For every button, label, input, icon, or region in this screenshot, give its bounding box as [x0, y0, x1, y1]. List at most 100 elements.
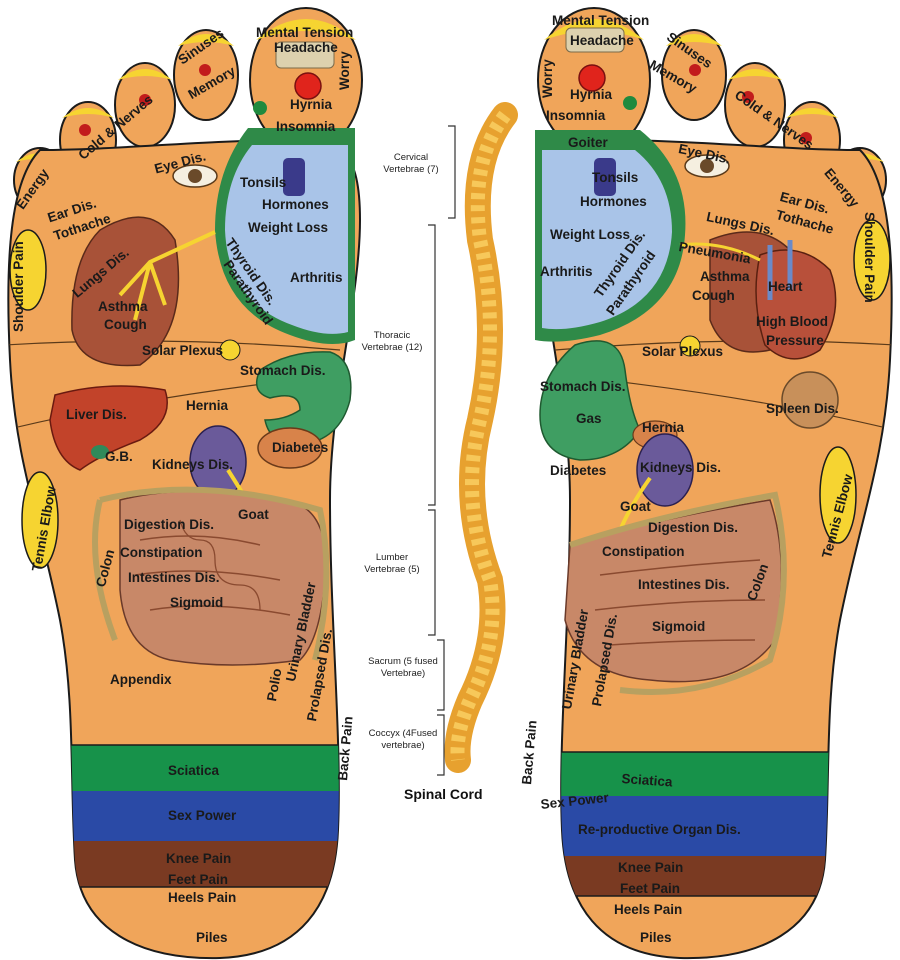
left-brain-icon — [275, 41, 335, 69]
right-label-shoulder: Shoulder Pain — [862, 212, 877, 303]
right-label-arthritis: Arthritis — [540, 264, 593, 279]
right-green-dot — [623, 96, 637, 110]
left-toe-tip-big — [256, 19, 356, 40]
right-label-knee: Knee Pain — [618, 860, 684, 875]
left-foot — [7, 7, 363, 960]
right-label-pressure: Pressure — [766, 333, 824, 348]
right-label-solar: Solar Plexus — [642, 344, 724, 359]
spine-illustration — [428, 102, 518, 776]
right-band-sciatica — [540, 752, 892, 796]
right-heart-icon — [755, 249, 837, 360]
right-label-kidneys: Kidneys Dis. — [640, 460, 722, 475]
right-label-digestion: Digestion Dis. — [648, 520, 739, 535]
right-label-hyrnia: Hyrnia — [570, 87, 613, 102]
right-label-goat: Goat — [620, 499, 651, 514]
right-label-diabetes: Diabetes — [550, 463, 607, 478]
right-foot — [535, 7, 893, 960]
left-solar-dot — [219, 339, 241, 361]
right-label-hernia: Hernia — [642, 420, 685, 435]
right-shoulder-pad — [853, 219, 891, 301]
right-kidney-icon — [636, 433, 694, 507]
left-label-stomach: Stomach Dis. — [240, 363, 326, 378]
left-label-sciatica: Sciatica — [168, 763, 220, 778]
left-label-hormones: Hormones — [262, 197, 329, 212]
right-label-goiter: Goiter — [568, 135, 608, 150]
left-label-knee: Knee Pain — [166, 851, 232, 866]
left-label-headache: Headache — [274, 40, 338, 55]
left-label-sex: Sex Power — [168, 808, 237, 823]
spine-label-thoracic: Thoracic Vertebrae (12) — [361, 330, 423, 353]
left-label-asthma: Asthma — [98, 299, 148, 314]
left-pituitary-dot — [294, 72, 322, 100]
right-label-tonsils: Tonsils — [592, 170, 639, 185]
left-label-kidneys: Kidneys Dis. — [152, 457, 234, 472]
spine-label-coccyx: Coccyx (4Fused vertebrae) — [368, 728, 438, 751]
right-label-high-blood: High Blood — [756, 314, 828, 329]
right-label-sciatica: Sciatica — [621, 771, 673, 790]
left-label-tonsils: Tonsils — [240, 175, 287, 190]
left-label-diabetes: Diabetes — [272, 440, 329, 455]
right-label-asthma: Asthma — [700, 269, 750, 284]
right-tennis-pad — [819, 446, 857, 544]
right-label-sigmoid: Sigmoid — [652, 619, 706, 634]
right-tonsil-icon — [594, 158, 616, 196]
left-thyroid-area — [225, 145, 348, 334]
left-dot-toe-4 — [79, 124, 91, 136]
right-label-stomach: Stomach Dis. — [540, 379, 626, 394]
left-dot-toe-3 — [139, 94, 151, 106]
right-label-insomnia: Insomnia — [546, 108, 606, 123]
left-label-feet: Feet Pain — [168, 872, 229, 887]
left-label-gb: G.B. — [105, 449, 133, 464]
left-dot-toe-2 — [199, 64, 211, 76]
spine-label-sacrum: Sacrum (5 fused Vertebrae) — [368, 656, 438, 679]
right-dot-toe-3 — [742, 91, 754, 103]
right-stomach-icon — [539, 340, 641, 461]
left-label-heels: Heels Pain — [168, 890, 237, 905]
right-label-heart: Heart — [768, 279, 803, 294]
right-label-heels: Heels Pain — [614, 902, 683, 917]
right-label-worry: Worry — [540, 59, 555, 98]
right-spleen-icon — [781, 371, 839, 429]
right-label-constipation: Constipation — [602, 544, 685, 559]
right-label-feet: Feet Pain — [620, 881, 681, 896]
left-label-constipation: Constipation — [120, 545, 203, 560]
right-label-gas: Gas — [576, 411, 602, 426]
spine-label-cervical: Cervical Vertebrae (7) — [383, 152, 439, 175]
left-label-shoulder: Shoulder Pain — [11, 241, 26, 332]
right-label-headache: Headache — [570, 33, 634, 48]
left-label-insomnia: Insomnia — [276, 119, 336, 134]
right-label-cough: Cough — [692, 288, 735, 303]
left-label-digestion: Digestion Dis. — [124, 517, 215, 532]
right-label-intestines: Intestines Dis. — [638, 577, 730, 592]
left-label-mental-tension: Mental Tension — [256, 25, 354, 40]
right-toe-tip-4 — [786, 108, 838, 118]
right-thyroid-area — [542, 150, 672, 330]
right-label-reproductive: Re-productive Organ Dis. — [578, 822, 741, 837]
right-toe-tip-3 — [728, 69, 782, 80]
right-dot-toe-4 — [800, 132, 812, 144]
right-toe-tip-2 — [666, 34, 722, 46]
right-dot-toe-2 — [689, 64, 701, 76]
right-solar-dot — [679, 335, 701, 357]
left-label-solar: Solar Plexus — [142, 343, 224, 358]
left-tonsil-icon — [283, 158, 305, 196]
left-pancreas-icon — [257, 427, 323, 469]
left-label-piles: Piles — [196, 930, 228, 945]
left-tennis-pad — [21, 471, 59, 569]
left-gb-icon — [91, 445, 109, 459]
left-toe-tip-4 — [62, 108, 114, 118]
left-label-cough: Cough — [104, 317, 147, 332]
left-liver-icon — [49, 385, 168, 471]
left-label-goat: Goat — [238, 507, 269, 522]
right-label-spleen: Spleen Dis. — [766, 401, 839, 416]
left-label-weight-loss: Weight Loss — [248, 220, 329, 235]
right-brain-icon — [565, 27, 625, 53]
right-band-knee-feet — [540, 856, 892, 896]
left-label-intestines: Intestines Dis. — [128, 570, 220, 585]
spine-title: Spinal Cord — [404, 786, 483, 802]
left-label-worry: Worry — [337, 51, 352, 90]
left-label-arthritis: Arthritis — [290, 270, 343, 285]
left-label-liver: Liver Dis. — [66, 407, 127, 422]
